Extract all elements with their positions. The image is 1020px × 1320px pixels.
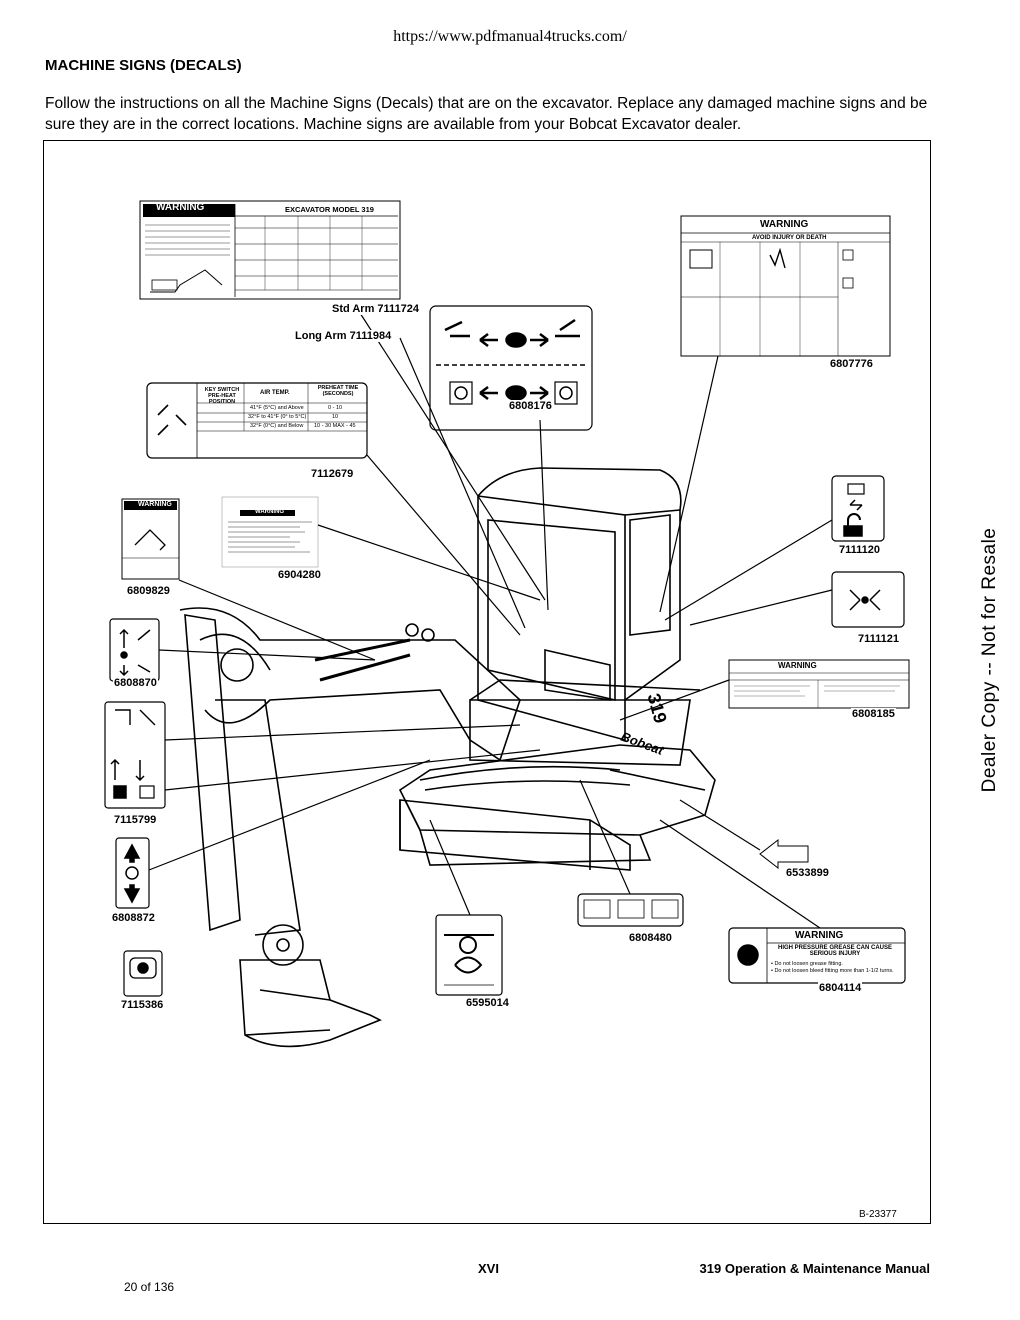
excavator-drawing: 319 Bobcat <box>179 467 716 1048</box>
decal-temp-row2: 32°F to 41°F (0° to 5°C) <box>248 414 307 420</box>
label-6808872: 6808872 <box>111 912 156 924</box>
decal-grease-warning <box>728 927 906 984</box>
label-7115799: 7115799 <box>113 814 158 826</box>
label-6595014: 6595014 <box>465 997 510 1009</box>
decal-figure-frame <box>43 140 931 1224</box>
label-7112679: 7112679 <box>310 468 355 480</box>
label-7115386: 7115386 <box>120 999 165 1011</box>
decal-mode-icons <box>577 893 684 927</box>
label-6808480: 6808480 <box>628 932 673 944</box>
decal-avoid-injury-small <box>121 498 180 580</box>
decal-joystick-pattern <box>831 571 905 628</box>
decal-warning-text-6: WARNING <box>795 930 844 941</box>
decal-travel-arrows <box>429 305 593 431</box>
footer-page-count: 20 of 136 <box>124 1280 175 1294</box>
decal-warning-text-3: WARNING <box>255 509 284 515</box>
decal-direction-arrow <box>759 838 809 870</box>
label-6533899: 6533899 <box>785 867 830 879</box>
decal-lock-lever <box>831 475 885 542</box>
leader-lines <box>148 312 833 929</box>
decal-preheat <box>146 382 368 459</box>
svg-text:319: 319 <box>644 691 671 725</box>
decal-high-pressure-text: HIGH PRESSURE GREASE CAN CAUSE SERIOUS I… <box>777 945 893 957</box>
label-6808176: 6808176 <box>508 400 553 412</box>
decal-time-row2: 10 <box>332 414 339 420</box>
decal-avoid-injury-large <box>680 215 891 357</box>
decal-airtemp-text: AIR TEMP. <box>260 390 290 396</box>
label-6904280: 6904280 <box>277 569 322 581</box>
decal-warning-text-2: WARNING <box>760 219 809 230</box>
decal-time-row1: 0 - 10 <box>328 405 343 411</box>
decal-load-chart <box>139 200 401 300</box>
source-url: https://www.pdfmanual4trucks.com/ <box>393 28 627 45</box>
decal-preheat-text: PREHEAT TIME (SECONDS) <box>317 385 359 397</box>
decal-model-text: EXCAVATOR MODEL 319 <box>285 205 374 214</box>
footer-manual-title: 319 Operation & Maintenance Manual <box>699 1261 930 1276</box>
label-long-arm: Long Arm 7111984 <box>294 330 393 342</box>
watermark-text: Dealer Copy -- Not for Resale <box>979 527 1000 793</box>
decal-grease-line1: • Do not loosen grease fitting. <box>771 961 843 967</box>
decal-keyswitch-text: KEY SWITCH PRE-HEAT POSITION <box>204 387 240 405</box>
footer-page-number: XVI <box>478 1261 499 1276</box>
figure-reference: B-23377 <box>859 1209 897 1220</box>
label-7111120: 7111120 <box>838 544 882 556</box>
decal-time-row3: 10 - 30 MAX - 45 <box>314 423 356 429</box>
decal-control-pattern-b <box>104 701 166 809</box>
decal-avoid-text: AVOID INJURY OR DEATH <box>752 235 827 241</box>
decal-operator-sheet <box>221 496 319 568</box>
label-6804114: 6804114 <box>818 982 863 994</box>
label-6808185: 6808185 <box>851 708 896 720</box>
label-7111121: 7111121 <box>857 633 901 645</box>
label-6809829: 6809829 <box>126 585 171 597</box>
decal-temp-row1: 41°F (5°C) and Above <box>250 405 304 411</box>
label-6807776: 6807776 <box>829 358 874 370</box>
svg-text:Bobcat: Bobcat <box>619 729 666 758</box>
decal-key-switch <box>123 950 163 997</box>
decal-control-pattern-a <box>109 618 160 682</box>
label-6808870: 6808870 <box>113 677 158 689</box>
decal-tie-down <box>435 914 503 996</box>
decal-temp-row3: 32°F (0°C) and Below <box>250 423 304 429</box>
section-heading: MACHINE SIGNS (DECALS) <box>45 57 242 74</box>
decal-travel-direction <box>115 837 150 909</box>
label-std-arm: Std Arm 7111724 <box>331 303 421 315</box>
intro-paragraph: Follow the instructions on all the Machi… <box>45 95 928 133</box>
decal-warning-text-5: WARNING <box>778 661 817 670</box>
decal-warning-text-4: WARNING <box>138 501 172 508</box>
decal-warning-text: WARNING <box>156 202 205 213</box>
decal-grease-line2: • Do not loosen bleed fitting more than … <box>771 968 894 974</box>
decal-lifting-warning <box>728 659 910 709</box>
